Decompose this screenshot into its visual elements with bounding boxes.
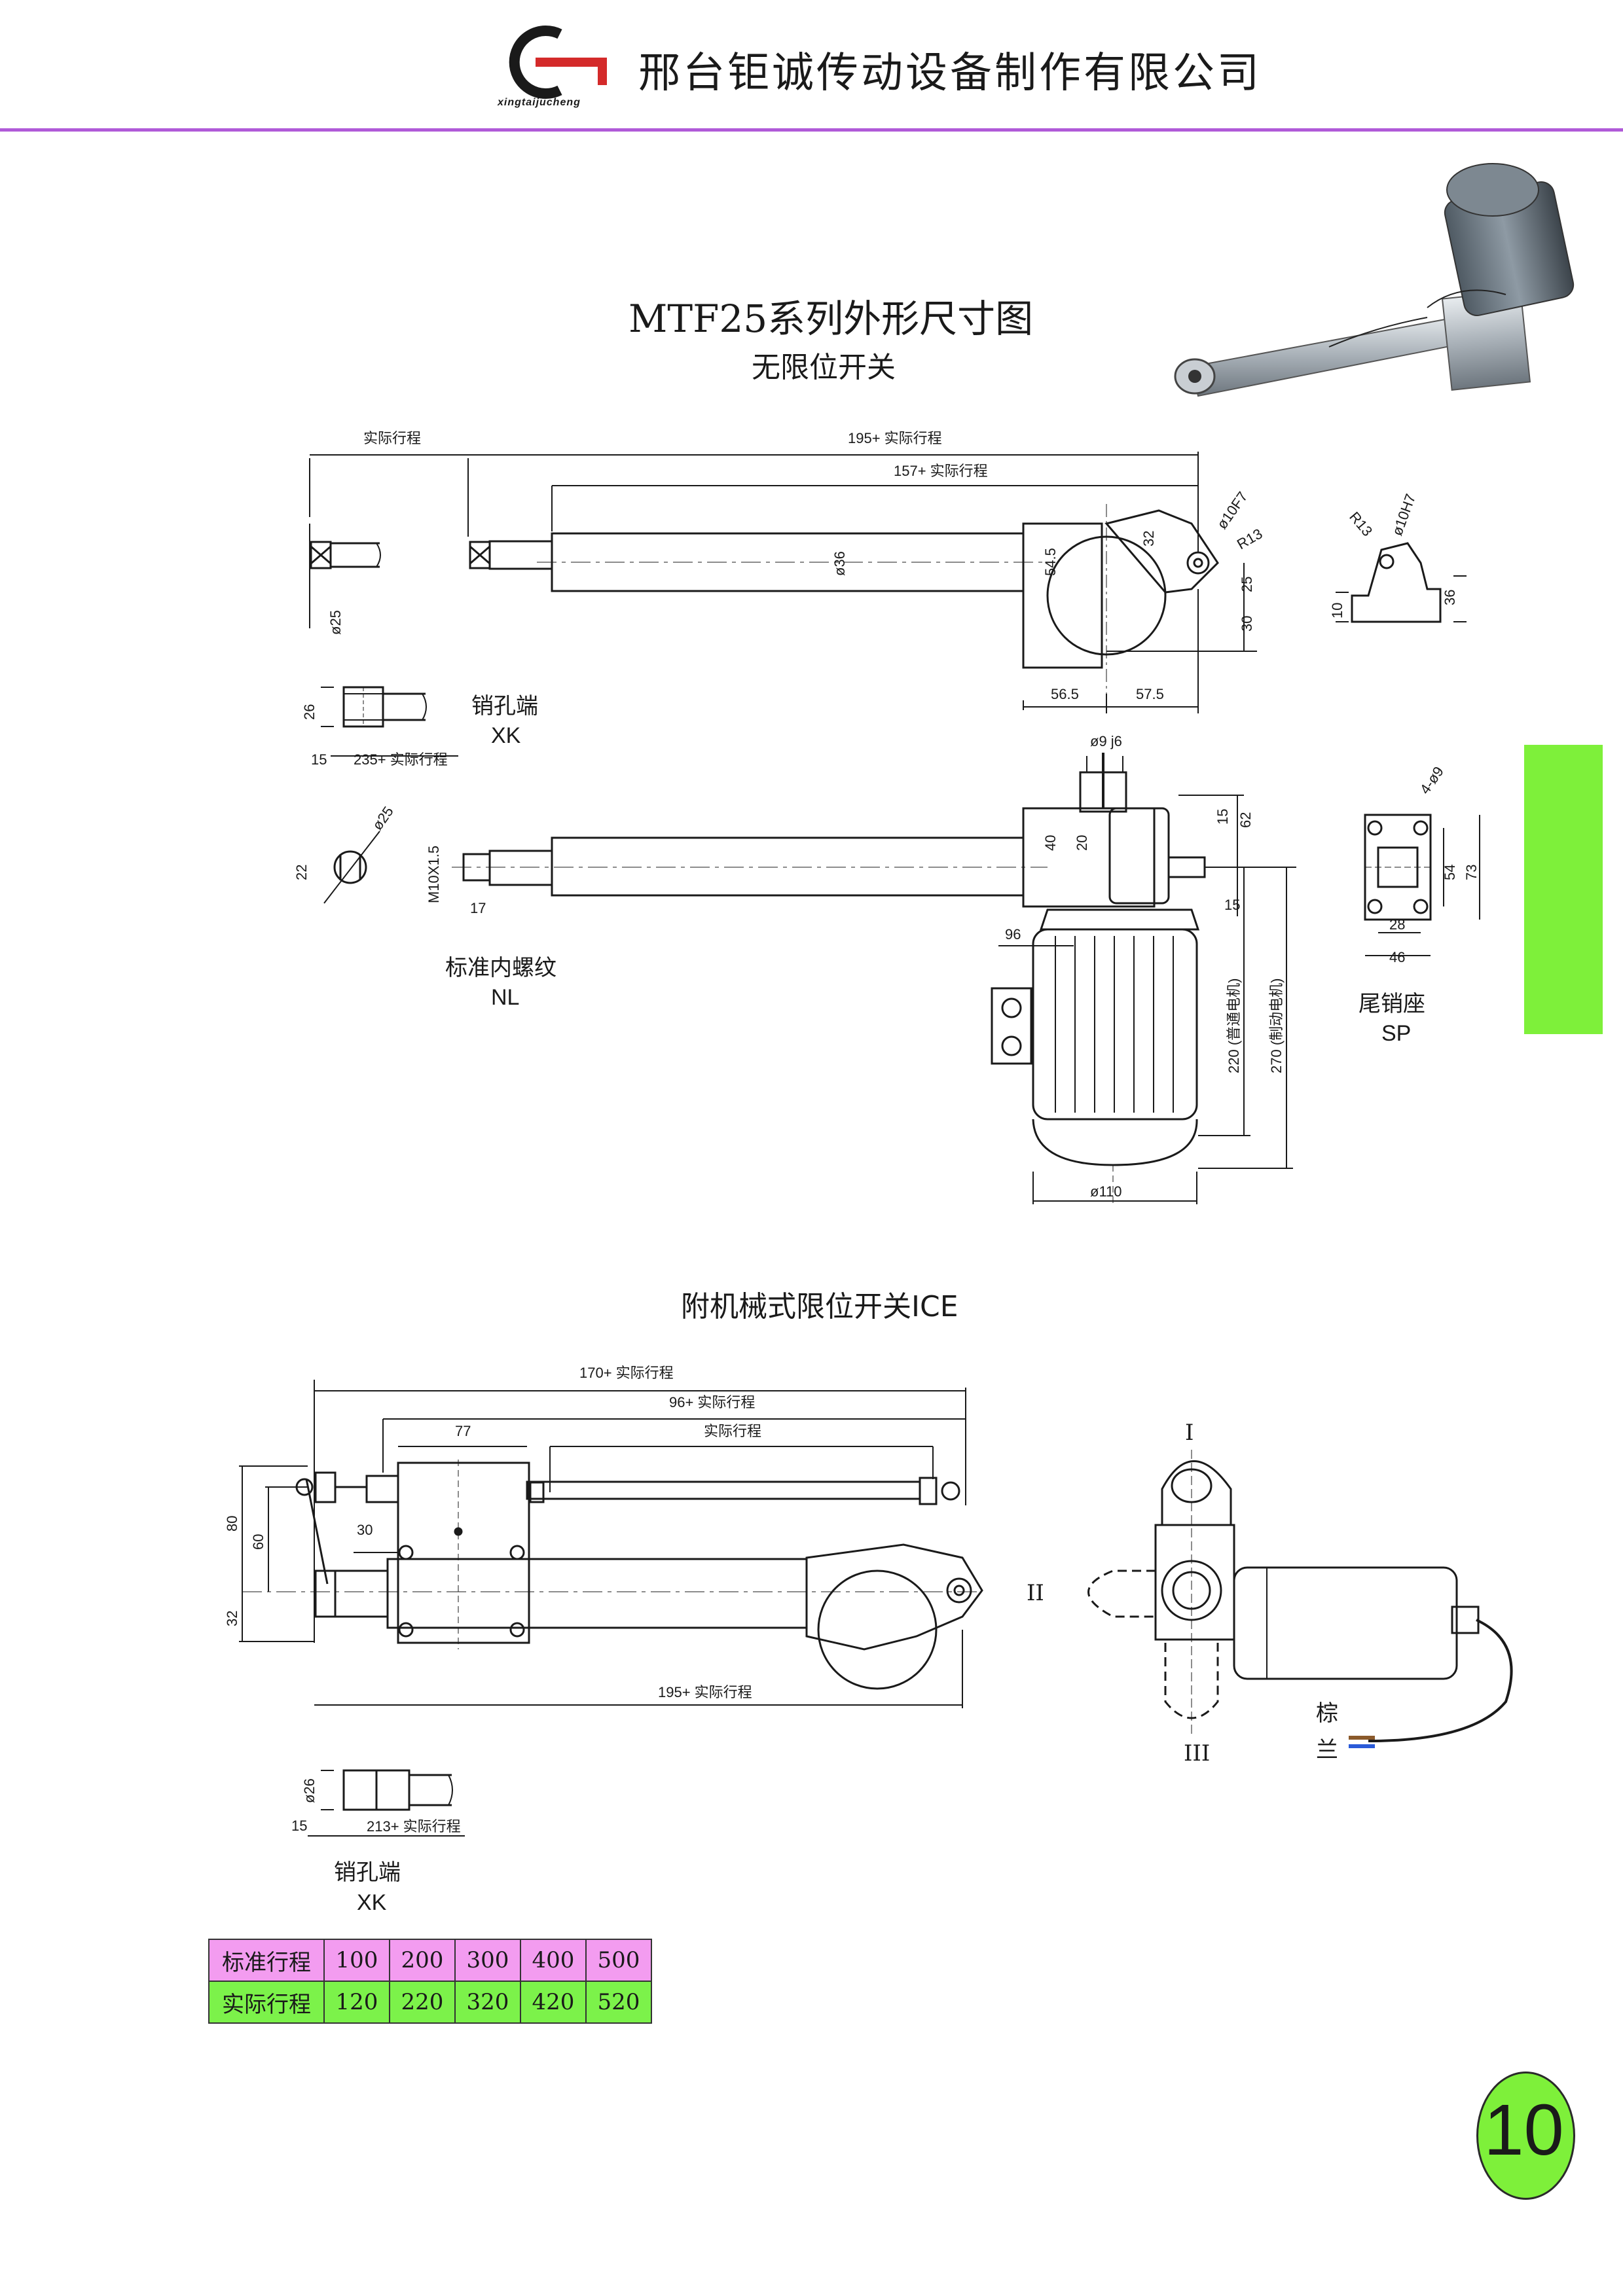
dim-ice-77: 77 [455,1423,471,1439]
cell: 500 [585,1939,652,1982]
nl-label-cn: 标准内螺纹 [445,955,556,981]
logo-text: xingtaijucheng [498,97,581,108]
xk-pin-end-top [321,686,458,757]
dim-195: 195+ 实际行程 [848,430,942,446]
dim-nl-17: 17 [470,900,486,916]
bracket-side-view [1336,542,1467,623]
cell: 220 [389,1981,456,2024]
dim-sp-holes: 4-ø9 [1417,763,1447,797]
dim-r13: R13 [1234,525,1265,552]
ice-pos-3: III [1184,1740,1210,1767]
sp-label-cn: 尾销座 [1359,991,1425,1017]
dim-pin-dia: ø25 [327,610,344,635]
dim-m15b: 15 [1224,897,1240,913]
ice-xk-label-cn: 销孔端 [334,1859,401,1886]
page-number: 10 [1484,2090,1564,2170]
company-name: 邢台钜诚传动设备制作有限公司 [638,49,1262,98]
dim-m62: 62 [1237,812,1254,828]
dim-ice-60: 60 [250,1534,266,1550]
cell: 420 [520,1981,587,2024]
header-rule [0,128,1623,132]
side-tab [1524,745,1603,1034]
sp-label-en: SP [1381,1021,1411,1046]
dim-bracket-10: 10 [1329,603,1345,619]
dim-xk-26: 26 [301,704,318,720]
dim-32: 32 [1140,531,1157,547]
dim-xk-235: 235+ 实际行程 [354,751,448,768]
cell: 320 [454,1981,521,2024]
dim-ice-xk-15: 15 [291,1818,307,1834]
dim-m110: ø110 [1090,1183,1122,1200]
table-row: 标准行程 100 200 300 400 500 [208,1939,652,1982]
dim-rod-dia: ø36 [831,551,848,576]
nl-thread-end [323,831,1048,904]
dim-57-5: 57.5 [1136,686,1164,702]
cell: 520 [585,1981,652,2024]
page-number-badge [1476,2072,1575,2200]
nl-label-en: NL [491,985,519,1010]
dim-m15a: 15 [1214,809,1231,825]
dim-shaft: ø9 j6 [1090,733,1122,749]
dim-25: 25 [1239,577,1255,592]
dim-sp-46: 46 [1389,949,1405,965]
dim-m270: 270 (制动电机) [1268,978,1285,1073]
ice-xk-label-en: XK [357,1890,387,1915]
table-row: 实际行程 120 220 320 420 520 [208,1981,652,2024]
company-logo [509,26,607,99]
ice-xk-pin-end [308,1769,465,1837]
dim-sp-28: 28 [1389,916,1405,933]
dim-ice-stroke: 实际行程 [704,1423,761,1439]
dim-ice-195: 195+ 实际行程 [658,1684,752,1700]
actuator-top-view [309,452,1257,713]
dim-nl-22: 22 [293,865,310,880]
xk-label-en: XK [491,723,521,748]
dim-56-5: 56.5 [1051,686,1079,702]
dim-bracket-10h7: ø10H7 [1389,492,1419,538]
ice-pos-1: I [1185,1420,1194,1446]
ice-actuator-view [239,1380,983,1708]
dim-xk-15: 15 [311,751,327,768]
dim-m96: 96 [1005,926,1021,942]
dim-10f7: ø10F7 [1214,488,1251,531]
dim-157: 157+ 实际行程 [894,463,988,479]
row-label: 实际行程 [208,1981,325,2024]
stroke-table: 标准行程 100 200 300 400 500 实际行程 120 220 32… [208,1939,652,2024]
page-subtitle: 无限位开关 [752,351,896,384]
dim-bracket-36: 36 [1442,590,1458,605]
dim-ice-96: 96+ 实际行程 [669,1394,755,1410]
cell: 400 [520,1939,587,1982]
dim-ice-80: 80 [224,1516,240,1532]
xk-label-cn: 销孔端 [471,693,538,719]
dim-ice-xk-213: 213+ 实际行程 [367,1818,461,1835]
dim-ice-32: 32 [224,1611,240,1626]
cell: 120 [323,1981,390,2024]
dim-bracket-r13: R13 [1346,509,1376,539]
dim-ice-170: 170+ 实际行程 [579,1365,674,1381]
cable-label: 棕 兰 [1316,1700,1338,1763]
ice-title: 附机械式限位开关ICE [681,1290,958,1323]
dim-nl-thread: M10X1.5 [426,846,442,903]
dim-sp-73: 73 [1463,865,1480,880]
cell: 300 [454,1939,521,1982]
motor-assembly [991,753,1296,1204]
ice-side-view [1087,1450,1513,1748]
dim-54-5: 54.5 [1042,548,1059,576]
page-title: MTF25系列外形尺寸图 [629,296,1034,341]
dim-sp-54: 54 [1442,865,1458,880]
dim-ice-30: 30 [357,1522,373,1538]
dim-actual-stroke: 实际行程 [363,430,421,446]
dim-m20: 20 [1074,835,1090,851]
row-label: 标准行程 [208,1939,325,1982]
dim-ice-xk-26: ø26 [301,1778,318,1803]
dim-m40: 40 [1042,835,1059,851]
sp-tail-seat [1364,814,1480,956]
product-photo [1174,163,1575,397]
dim-m220: 220 (普通电机) [1226,978,1242,1073]
cell: 100 [323,1939,390,1982]
dim-nl-25: ø25 [369,803,397,833]
cell: 200 [389,1939,456,1982]
ice-pos-2: II [1027,1580,1044,1606]
dim-30: 30 [1239,616,1255,632]
